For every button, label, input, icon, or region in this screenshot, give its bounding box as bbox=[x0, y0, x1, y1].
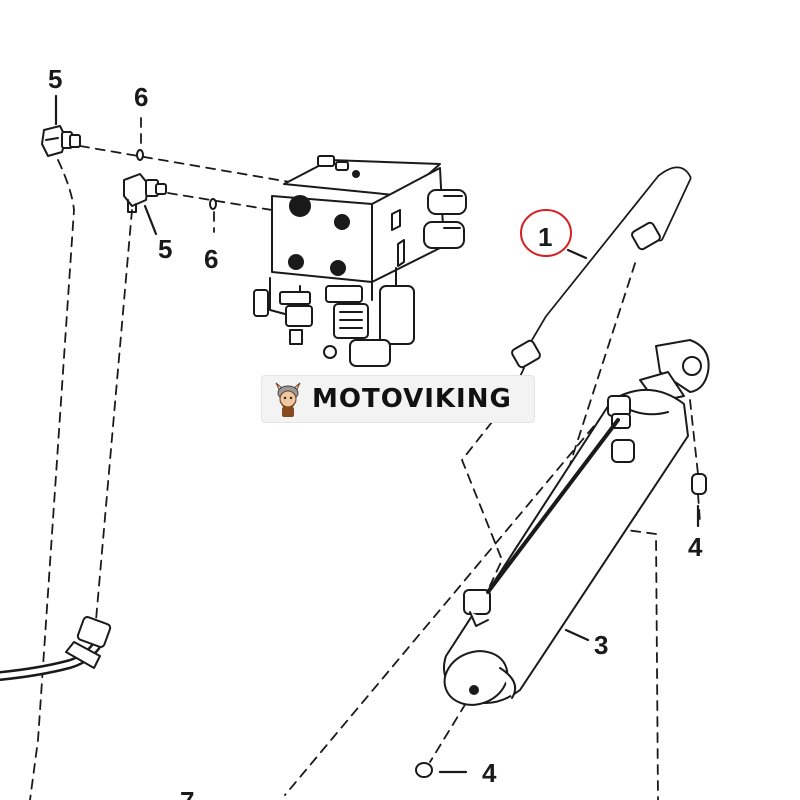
callout-label: 4 bbox=[688, 532, 703, 562]
viking-mascot-logo-icon bbox=[275, 382, 301, 417]
callout-labels: 1 3 4 4 5 5 6 6 7 bbox=[48, 64, 703, 800]
elbow-fitting-second bbox=[123, 173, 167, 213]
elbow-fitting-top bbox=[41, 125, 81, 157]
hydraulic-tube bbox=[511, 166, 692, 369]
callout-label: 6 bbox=[204, 244, 218, 274]
callout-label: 6 bbox=[134, 82, 148, 112]
callout-highlight-circle bbox=[520, 209, 572, 257]
o-ring-seals bbox=[136, 149, 217, 210]
callout-label: 4 bbox=[482, 758, 497, 788]
callout-label: 1 bbox=[538, 222, 552, 252]
callout-label: 5 bbox=[48, 64, 62, 94]
callout-label: 3 bbox=[594, 630, 608, 660]
plug-fittings bbox=[415, 473, 707, 778]
hydraulic-cylinder bbox=[443, 339, 710, 706]
hydraulic-hose bbox=[0, 616, 112, 681]
watermark-text: MOTOVIKING bbox=[312, 384, 512, 414]
callout-label: 7 bbox=[180, 786, 194, 800]
leader-lines bbox=[54, 94, 700, 774]
callout-label: 5 bbox=[158, 234, 172, 264]
watermark-banner: MOTOVIKING bbox=[262, 376, 534, 422]
valve-block bbox=[253, 155, 467, 367]
